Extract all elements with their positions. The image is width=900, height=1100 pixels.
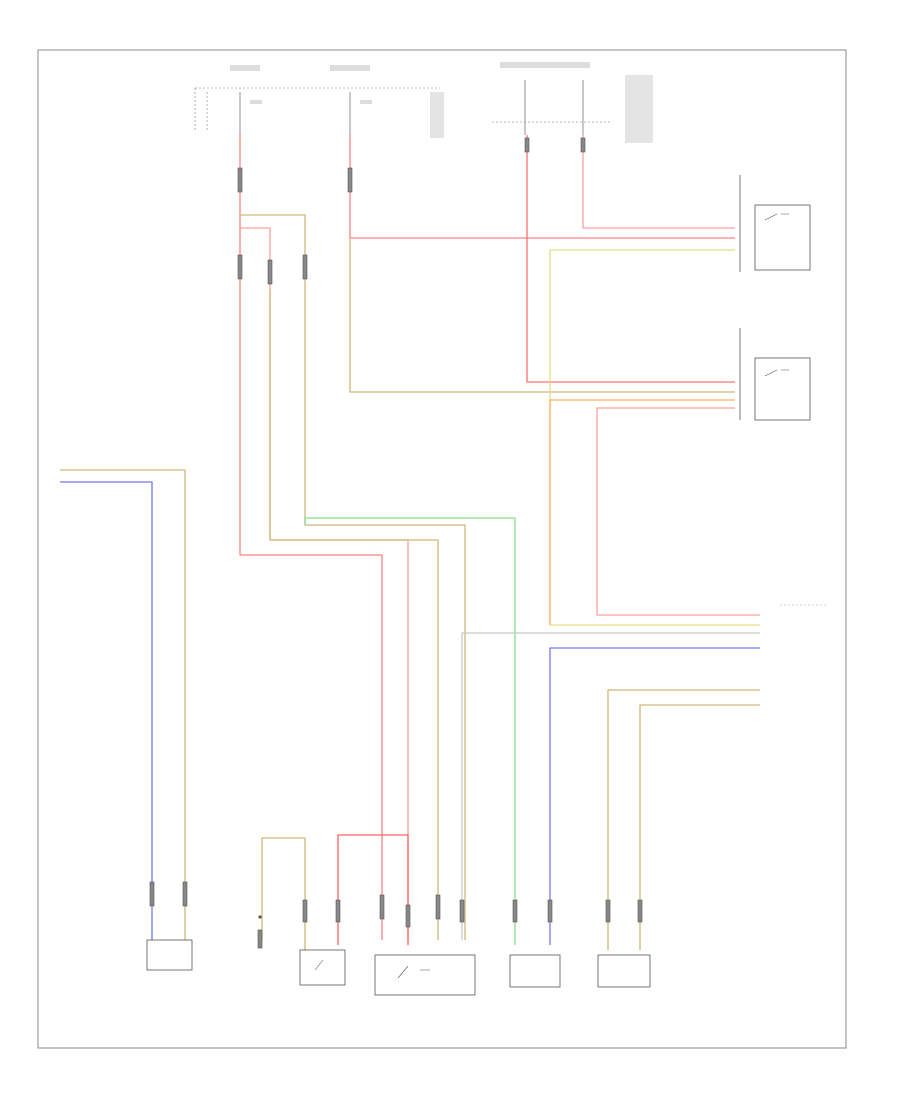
- aux-coolant-pump: [374, 954, 476, 996]
- connector-right-b: [580, 137, 586, 153]
- wire-grey: [461, 632, 760, 940]
- connector-left-b: [237, 254, 243, 280]
- mid-fuse-label-block: [330, 65, 370, 71]
- connector-sensor-b: [637, 899, 643, 923]
- coolant-valve-2: [739, 328, 811, 421]
- fuse-panel-left: [194, 65, 444, 138]
- wire-pink-right: [582, 135, 735, 229]
- connector-relay-b: [335, 899, 341, 923]
- compressor-relay: [146, 939, 193, 971]
- wire-pink-ecm: [596, 407, 760, 616]
- wire-tan-left: [60, 469, 186, 940]
- aux-coolant-pump-box: [374, 954, 476, 996]
- wire-red-right: [526, 135, 735, 383]
- wire-tan-ecm-1: [607, 689, 760, 950]
- connector-relay-a: [302, 899, 308, 923]
- left-fuse-label-block: [230, 65, 260, 71]
- coolant-temp-sender: [509, 954, 561, 988]
- connector-mid-a: [347, 167, 353, 193]
- connector-left-a: [237, 167, 243, 193]
- aftershock-relay-box: [299, 949, 346, 986]
- right-fuse-note-block: [625, 75, 653, 143]
- wire-green: [304, 517, 516, 945]
- wire-orange: [549, 399, 735, 625]
- coolant-valve-1-box: [754, 204, 811, 271]
- connector-sender-a: [512, 899, 518, 923]
- connector-compressor-b: [182, 881, 188, 907]
- aftershock-relay: [299, 949, 346, 986]
- wire-red-valve1: [349, 135, 735, 239]
- connector-compressor-a: [149, 881, 155, 907]
- wire-blue-ecm: [549, 647, 760, 945]
- connector-sensor-a: [605, 899, 611, 923]
- connector-ground: [257, 929, 263, 949]
- connector-left-d: [302, 254, 308, 280]
- wire-red-relay: [337, 834, 409, 945]
- coolant-valve-1: [739, 175, 811, 272]
- ground-point-terminal: [258, 915, 262, 919]
- fuse-note-block: [430, 92, 444, 138]
- diagram-frame: [37, 49, 847, 1049]
- right-fuse-label-block: [500, 62, 590, 68]
- wires: [60, 135, 760, 950]
- connector-pump-a: [379, 894, 385, 920]
- wire-pink-branch: [240, 227, 409, 940]
- wire-tan-2: [240, 214, 466, 940]
- wire-red-main: [239, 135, 383, 940]
- wire-yellow-valve1: [549, 249, 760, 626]
- connector-left-c: [267, 259, 273, 285]
- compressor-relay-box: [146, 939, 193, 971]
- coolant-temp-sender-box: [509, 954, 561, 988]
- connectors: [149, 137, 643, 949]
- engine-sensor: [597, 954, 651, 988]
- connector-pump-d: [459, 899, 465, 923]
- wire-tan-relay: [261, 837, 306, 950]
- connector-pump-c: [435, 894, 441, 920]
- coolant-valve-2-box: [754, 357, 811, 421]
- wire-blue-left: [60, 481, 153, 940]
- fuse-panel-right: [492, 62, 653, 143]
- wire-tan-ecm-2: [639, 704, 760, 950]
- engine-sensor-box: [597, 954, 651, 988]
- connector-right-a: [524, 137, 530, 153]
- connector-pump-b: [405, 904, 411, 928]
- connector-sender-b: [547, 899, 553, 923]
- wire-tan-1: [269, 290, 439, 940]
- wire-tan-valve2: [349, 238, 735, 393]
